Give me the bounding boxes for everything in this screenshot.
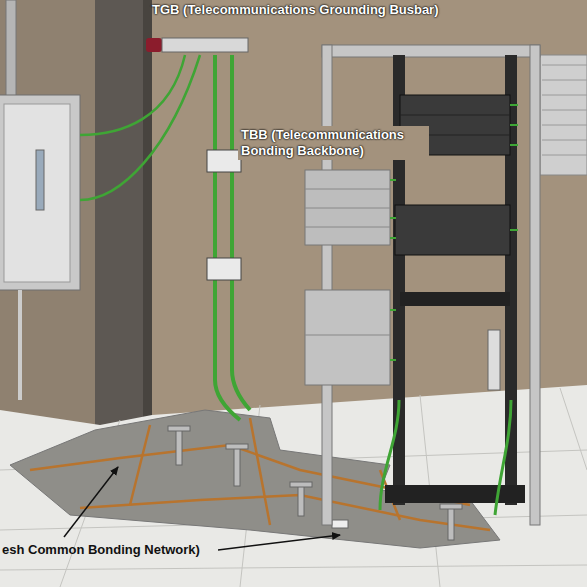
tgb-insulator <box>146 38 162 52</box>
bond-jumper <box>390 179 396 181</box>
tile-joint <box>560 388 587 470</box>
equipment-unit <box>400 292 510 306</box>
panel-bond <box>80 55 185 135</box>
pedestal <box>234 448 240 486</box>
green-conductors <box>80 55 250 420</box>
pedestal-head <box>290 482 312 487</box>
wall-vent <box>540 55 587 175</box>
rack-frame-post <box>530 45 540 525</box>
bond-jumper <box>510 144 518 146</box>
unit-seam <box>305 335 390 336</box>
rack-frame-post <box>322 45 332 525</box>
rack-bond <box>380 400 399 510</box>
tbb-conductor <box>232 55 250 410</box>
pedestal <box>448 508 454 540</box>
panel-bus <box>36 150 44 210</box>
unit-seam <box>305 189 390 190</box>
pedestal-head <box>440 504 462 509</box>
bond-jumper <box>510 104 518 106</box>
rack-bond <box>495 400 511 515</box>
floor-pedestals <box>168 426 462 540</box>
vent-slat <box>542 140 587 141</box>
tile-joint <box>0 565 587 570</box>
bond-jumper <box>390 309 396 311</box>
raised-floor <box>0 385 587 587</box>
floor-tile-grid <box>0 388 587 587</box>
busbar-label: TGB (Telecommunications Grounding Busbar… <box>152 2 439 18</box>
mesh-network-label: esh Common Bonding Network) <box>2 542 200 558</box>
pedestal-head <box>168 426 190 431</box>
unit-seam <box>305 208 390 209</box>
backbone-label: TBB (Telecommunications Bonding Backbone… <box>238 126 429 160</box>
unit-seam <box>400 115 510 116</box>
tbb-splice <box>207 258 241 280</box>
vent-slat <box>542 80 587 81</box>
pedestal <box>176 430 182 465</box>
equipment-unit <box>395 205 510 255</box>
bond-jumper <box>390 359 396 361</box>
power-strip <box>488 330 500 390</box>
vent-slat <box>542 155 587 156</box>
building-column <box>95 0 143 455</box>
side-wall <box>0 0 100 430</box>
rack-base <box>385 485 525 503</box>
vent-slats <box>542 65 587 155</box>
pedestal <box>298 486 304 516</box>
panel-conduit <box>18 290 22 400</box>
panel-bond <box>80 55 200 200</box>
leader-arrow <box>218 535 340 550</box>
tgb-busbar <box>162 38 248 52</box>
copper-mesh <box>30 418 490 530</box>
conduit <box>6 0 16 96</box>
equipment-bonds <box>380 105 518 515</box>
bond-jumper <box>510 124 518 126</box>
equipment-unit <box>305 290 390 385</box>
copper-conductor <box>130 425 150 505</box>
bond-jumper <box>390 217 396 219</box>
bond-jumper <box>390 237 396 239</box>
vent-slat <box>542 65 587 66</box>
tbb-conductor <box>215 55 240 420</box>
copper-conductor <box>250 418 270 525</box>
column-face <box>143 0 152 450</box>
bonding-clamp <box>332 520 348 528</box>
floor-cutaway <box>10 410 500 548</box>
leader-arrow <box>64 467 118 537</box>
vent-slat <box>542 95 587 96</box>
vent-slat <box>542 125 587 126</box>
vent-slat <box>542 110 587 111</box>
unit-seam <box>305 227 390 228</box>
tbb-splice <box>207 150 241 172</box>
panel-door <box>4 104 70 282</box>
equipment-unit <box>305 170 390 245</box>
electrical-panel <box>0 95 80 290</box>
pedestal-head <box>226 444 248 449</box>
bond-jumper <box>510 229 518 231</box>
